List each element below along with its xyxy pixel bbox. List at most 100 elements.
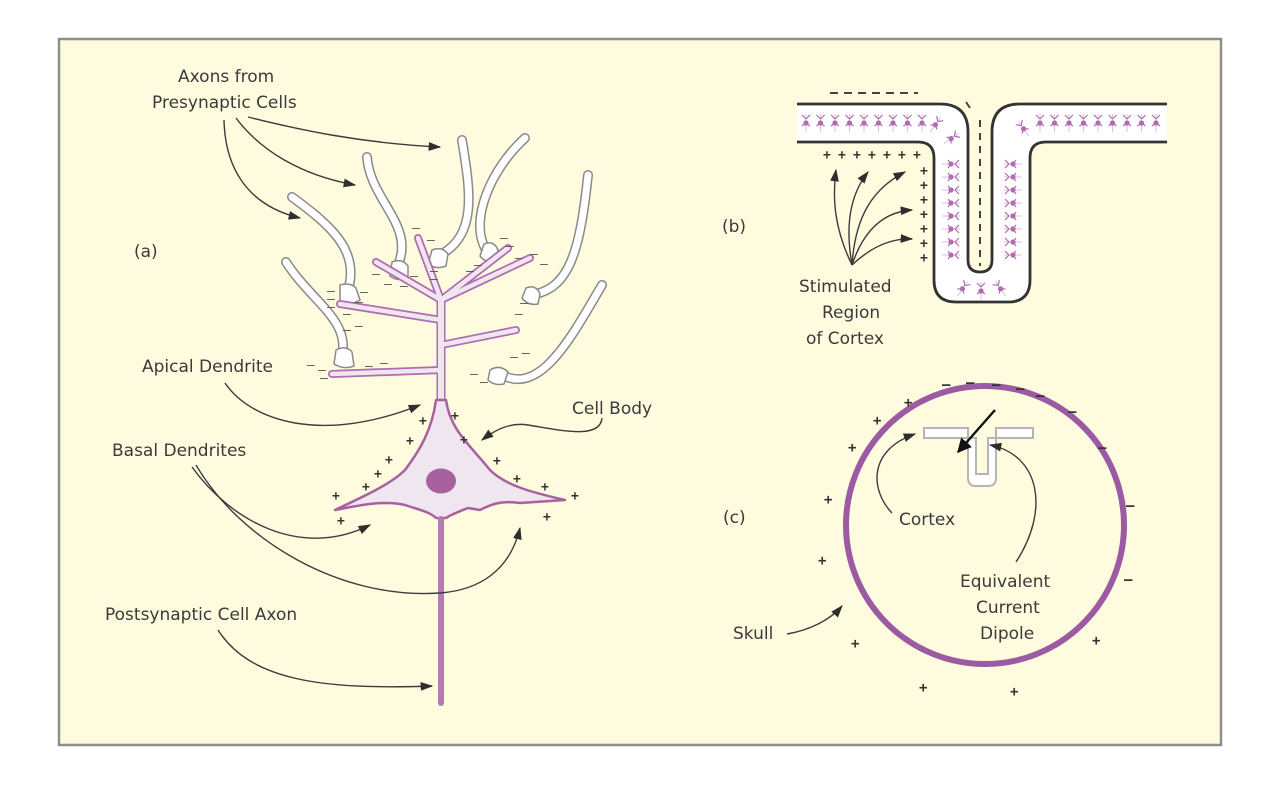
pyramidal-cell-glyph (845, 114, 854, 132)
panel-b-label: (b) (722, 217, 746, 237)
pyramidal-cell-glyph (888, 114, 898, 132)
svg-text:–: – (966, 375, 975, 391)
svg-text:–: – (430, 272, 438, 287)
cortical-neurons (801, 114, 1161, 300)
svg-text:+: + (493, 454, 501, 469)
pyramidal-cell-glyph (830, 114, 840, 132)
label-cortex: Cortex (899, 510, 955, 530)
svg-text:+: + (332, 489, 340, 504)
svg-text:+: + (851, 636, 859, 652)
positive-charges-soma: ++ ++ ++ ++ ++ ++ ++ (332, 409, 579, 529)
pyramidal-cell-glyph (859, 114, 869, 132)
pyramidal-cell-glyph (976, 282, 986, 300)
label-cell-body: Cell Body (572, 399, 652, 419)
svg-text:–: – (506, 239, 514, 254)
pyramidal-cell-glyph (942, 224, 960, 234)
pyramidal-cell-glyph (929, 115, 944, 133)
svg-text:–: – (427, 233, 435, 248)
svg-text:–: – (410, 269, 418, 284)
svg-text:–: – (384, 277, 392, 292)
pyramidal-cell-glyph (1122, 114, 1132, 132)
svg-text:–: – (474, 258, 482, 273)
svg-text:–: – (515, 307, 523, 322)
svg-text:–: – (320, 371, 328, 386)
svg-text:–: – (327, 300, 335, 315)
cortex-boundaries (797, 102, 1167, 304)
svg-text:+: + (374, 467, 382, 482)
pyramidal-cell-glyph (874, 114, 883, 132)
svg-text:–: – (343, 323, 351, 338)
positive-charge: + (853, 148, 861, 163)
label-dipole-line2: Current (976, 598, 1040, 618)
label-dipole-line3: Dipole (980, 624, 1034, 644)
positive-charge: + (868, 148, 876, 163)
svg-text:–: – (355, 319, 363, 334)
nucleus (426, 468, 456, 494)
positive-charge: + (913, 148, 921, 163)
panel-c-label: (c) (723, 508, 746, 528)
positive-charge: + (920, 222, 928, 237)
svg-text:–: – (1098, 440, 1107, 456)
label-basal-dendrites: Basal Dendrites (112, 441, 246, 461)
label-stimulated: Stimulated (799, 277, 892, 297)
panel-c: (c) +++ +++ +++ ––– ––– ––– Cortex Equiv… (723, 375, 1135, 700)
svg-text:–: – (1068, 404, 1077, 420)
pyramidal-cell-glyph (942, 211, 960, 221)
svg-text:–: – (355, 295, 363, 310)
pyramidal-cell-glyph (942, 198, 960, 208)
panel-b: (b) ++++++++++++++ Stimulated Region of … (722, 92, 1167, 349)
pyramidal-cell-glyph (801, 114, 811, 132)
positive-charge: + (920, 164, 928, 179)
pyramidal-cell-glyph (1079, 114, 1088, 132)
pointer-arrows-a (191, 116, 603, 691)
panel-a: (a) (105, 67, 652, 706)
label-of-cortex: of Cortex (806, 329, 884, 349)
svg-text:–: – (430, 264, 438, 279)
svg-text:–: – (515, 251, 523, 266)
pyramidal-cell-glyph (1004, 224, 1022, 234)
positive-charge: + (823, 148, 831, 163)
postsynaptic-axon (438, 516, 444, 706)
presynaptic-axons (281, 133, 607, 385)
svg-text:–: – (942, 377, 951, 393)
pointer-arrows-c (786, 433, 1037, 635)
svg-text:–: – (466, 264, 474, 279)
pyramidal-cell-glyph (1050, 114, 1059, 132)
synaptic-terminals (333, 242, 541, 386)
svg-text:+: + (406, 434, 414, 449)
svg-text:+: + (513, 472, 521, 487)
pyramidal-cell-glyph (992, 279, 1007, 297)
label-dipole-line1: Equivalent (960, 572, 1050, 592)
svg-text:–: – (540, 257, 548, 272)
svg-text:+: + (904, 395, 912, 411)
svg-text:+: + (1010, 684, 1018, 700)
pyramidal-cell-glyph (942, 172, 960, 182)
svg-text:+: + (451, 409, 459, 424)
svg-text:–: – (327, 292, 335, 307)
pyramidal-cell-glyph (956, 279, 971, 297)
pyramidal-cell-glyph (1064, 114, 1074, 132)
pyramidal-cell-glyph (942, 185, 960, 195)
positive-charge: + (920, 237, 928, 252)
svg-text:+: + (337, 514, 345, 529)
positive-charge: + (883, 148, 891, 163)
pyramidal-cell-glyph (1004, 237, 1022, 247)
svg-text:+: + (571, 489, 579, 504)
label-apical-dendrite: Apical Dendrite (142, 357, 273, 377)
svg-text:–: – (372, 267, 380, 282)
svg-text:–: – (480, 375, 488, 390)
svg-text:+: + (460, 433, 468, 448)
svg-text:+: + (919, 680, 927, 696)
label-postsynaptic-axon: Postsynaptic Cell Axon (105, 605, 297, 625)
label-skull: Skull (733, 624, 773, 644)
mini-cortex (923, 427, 1034, 487)
skull-circle (843, 383, 1127, 667)
svg-text:–: – (1036, 388, 1045, 404)
pyramidal-cell-glyph (917, 114, 927, 132)
svg-text:–: – (365, 359, 373, 374)
svg-text:–: – (360, 285, 368, 300)
apical-dendrite-tree (328, 234, 534, 405)
svg-text:–: – (500, 231, 508, 246)
svg-text:+: + (848, 440, 856, 456)
